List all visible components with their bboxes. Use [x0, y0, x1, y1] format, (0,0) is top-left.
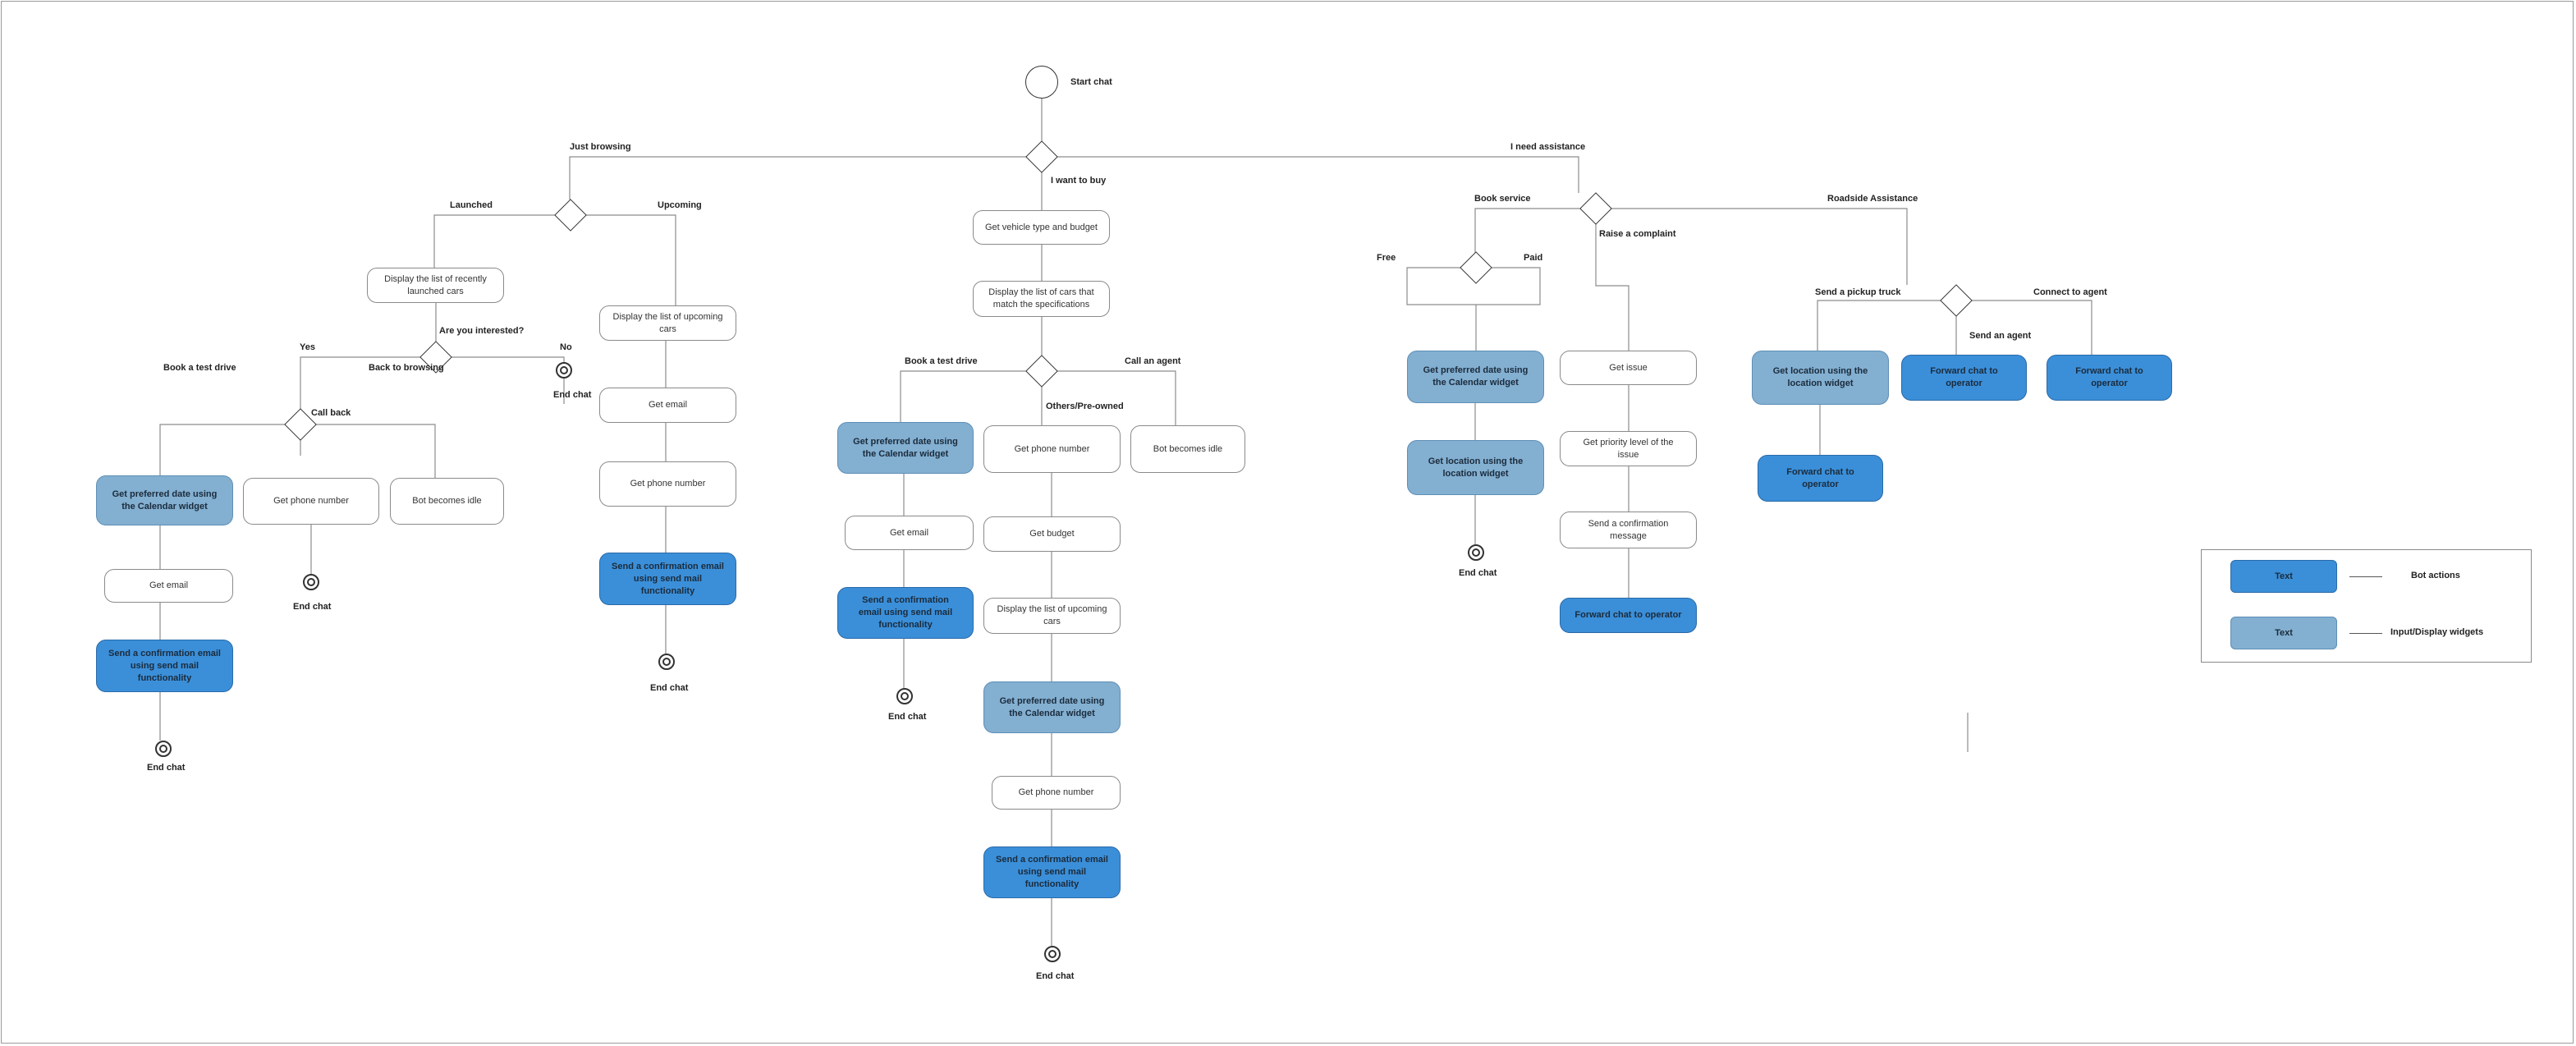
label-roadside: Roadside Assistance	[1827, 194, 1918, 204]
box-confirm-message: Send a confirmation message	[1560, 512, 1697, 548]
box-roadside-location: Get location using the location widget	[1752, 351, 1889, 405]
end-chat-no	[556, 362, 572, 378]
box-upcoming-list: Display the list of upcoming cars	[599, 305, 736, 341]
box-buy-pref-date-2: Get preferred date using the Calendar wi…	[983, 681, 1121, 733]
label-buy-test-drive: Book a test drive	[905, 356, 978, 366]
label-i-need-assistance: I need assistance	[1510, 142, 1586, 152]
legend-bot-line	[2349, 576, 2382, 577]
box-browse-idle: Bot becomes idle	[390, 478, 504, 525]
box-buy-budget: Get budget	[983, 516, 1121, 552]
label-book-service: Book service	[1474, 194, 1531, 204]
box-priority: Get priority level of the issue	[1560, 431, 1697, 466]
label-upcoming: Upcoming	[658, 200, 702, 210]
box-buy-phone: Get phone number	[983, 425, 1121, 473]
end-chat-test-drive-label: End chat	[147, 763, 186, 773]
box-buy-idle: Bot becomes idle	[1130, 425, 1245, 473]
end-chat-no-label: End chat	[553, 390, 592, 400]
legend: Text Bot actions Text Input/Display widg…	[2201, 549, 2532, 663]
legend-input-label: Input/Display widgets	[2390, 627, 2484, 637]
end-chat-call-back	[303, 574, 319, 590]
legend-input-swatch: Text	[2230, 617, 2337, 649]
box-buy-phone-2: Get phone number	[992, 776, 1121, 810]
box-roadside-forward-truck: Forward chat to operator	[1758, 455, 1883, 502]
box-service-pref-date: Get preferred date using the Calendar wi…	[1407, 351, 1544, 403]
label-are-you-interested: Are you interested?	[439, 326, 525, 336]
box-buy-confirm: Send a confirmation email using send mai…	[837, 587, 974, 639]
end-chat-test-drive	[155, 741, 172, 757]
label-paid: Paid	[1524, 253, 1543, 263]
box-service-location: Get location using the location widget	[1407, 440, 1544, 495]
box-browse-phone: Get phone number	[243, 478, 379, 525]
box-browse-confirm: Send a confirmation email using send mai…	[96, 640, 233, 692]
label-launched: Launched	[450, 200, 493, 210]
label-back-to-browsing: Back to browsing	[369, 363, 444, 373]
start-node	[1025, 66, 1058, 99]
label-call-back: Call back	[311, 408, 351, 418]
label-connect-agent: Connect to agent	[2033, 287, 2107, 297]
box-recently-launched: Display the list of recently launched ca…	[367, 268, 504, 303]
label-call-agent: Call an agent	[1125, 356, 1181, 366]
box-browse-pref-date: Get preferred date using the Calendar wi…	[96, 475, 233, 525]
box-upcoming-confirm: Send a confirmation email using send mai…	[599, 553, 736, 605]
start-label: Start chat	[1070, 77, 1112, 87]
box-roadside-forward-connect: Forward chat to operator	[2047, 355, 2172, 401]
legend-bot-label: Bot actions	[2411, 571, 2460, 580]
box-upcoming-email: Get email	[599, 388, 736, 423]
end-chat-upcoming	[658, 654, 675, 670]
label-just-browsing: Just browsing	[570, 142, 631, 152]
end-chat-service-label: End chat	[1459, 568, 1497, 578]
box-upcoming-phone: Get phone number	[599, 461, 736, 507]
box-get-issue: Get issue	[1560, 351, 1697, 385]
label-book-test-drive: Book a test drive	[163, 363, 236, 373]
box-buy-pref-date: Get preferred date using the Calendar wi…	[837, 422, 974, 474]
label-i-want-to-buy: I want to buy	[1051, 176, 1107, 186]
box-vehicle-budget: Get vehicle type and budget	[973, 210, 1110, 245]
end-chat-others-label: End chat	[1036, 971, 1075, 981]
box-roadside-forward-agent: Forward chat to operator	[1901, 355, 2027, 401]
box-buy-confirm-2: Send a confirmation email using send mai…	[983, 846, 1121, 898]
end-chat-others	[1044, 946, 1061, 962]
box-buy-upcoming: Display the list of upcoming cars	[983, 598, 1121, 634]
label-send-agent: Send an agent	[1969, 331, 2032, 341]
label-no: No	[560, 342, 572, 352]
end-chat-call-back-label: End chat	[293, 602, 332, 612]
box-buy-email: Get email	[845, 516, 974, 550]
box-browse-email: Get email	[104, 569, 233, 603]
box-matching-cars: Display the list of cars that match the …	[973, 281, 1110, 317]
end-chat-buy-test	[896, 688, 913, 704]
end-chat-upcoming-label: End chat	[650, 683, 689, 693]
end-chat-buy-test-label: End chat	[888, 712, 927, 722]
label-others: Others/Pre-owned	[1046, 401, 1124, 411]
label-pickup-truck: Send a pickup truck	[1815, 287, 1901, 297]
label-yes: Yes	[300, 342, 315, 352]
box-complaint-forward: Forward chat to operator	[1560, 598, 1697, 633]
legend-input-line	[2349, 633, 2382, 634]
end-chat-service	[1468, 544, 1484, 561]
label-raise-complaint: Raise a complaint	[1599, 229, 1676, 239]
legend-bot-swatch: Text	[2230, 560, 2337, 593]
label-free: Free	[1377, 253, 1396, 263]
